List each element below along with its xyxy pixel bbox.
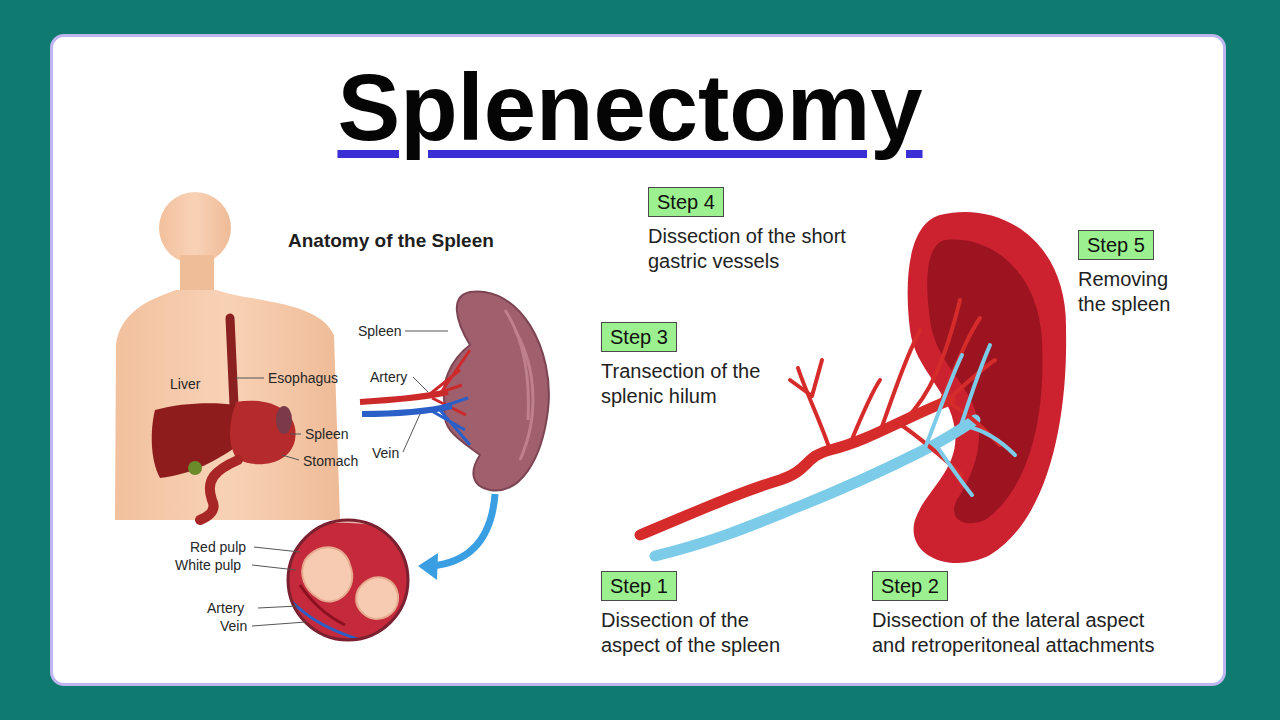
part-label: Stomach: [303, 453, 358, 470]
step-badge: Step 1: [601, 571, 677, 601]
arrowhead: [418, 553, 438, 580]
part-label: Vein: [372, 445, 399, 462]
leader-lines: [236, 378, 301, 460]
section-heading: Anatomy of the Spleen: [288, 230, 494, 252]
step-node: Step 2 Dissection of the lateral aspect a…: [872, 571, 1182, 658]
step-description: Dissection of the lateral aspect and ret…: [872, 608, 1182, 658]
part-label: Red pulp: [190, 539, 246, 556]
step-node: Step 1 Dissection of the aspect of the sp…: [601, 571, 801, 658]
step-description: Dissection of the aspect of the spleen: [601, 608, 801, 658]
step-description: Removing the spleen: [1078, 267, 1188, 317]
page-title: Splenectomy: [280, 56, 980, 159]
step-node: Step 4 Dissection of the short gastric ve…: [648, 187, 848, 274]
magnified-tissue: [280, 510, 420, 650]
step-badge: Step 2: [872, 571, 948, 601]
part-label: Liver: [170, 376, 200, 393]
step-description: Dissection of the short gastric vessels: [648, 224, 848, 274]
part-label: White pulp: [175, 557, 241, 574]
part-label: Vein: [220, 618, 247, 635]
step-badge: Step 3: [601, 322, 677, 352]
step-badge: Step 4: [648, 187, 724, 217]
step-description: Transection of the splenic hilum: [601, 359, 781, 409]
step-node: Step 3 Transection of the splenic hilum: [601, 322, 781, 409]
curved-arrow: [432, 494, 495, 566]
leader-lines: [252, 547, 306, 626]
part-label: Esophagus: [268, 370, 338, 387]
step-badge: Step 5: [1078, 230, 1154, 260]
part-label: Spleen: [358, 323, 402, 340]
leader-lines: [403, 331, 448, 452]
part-label: Artery: [207, 600, 244, 617]
step-node: Step 5 Removing the spleen: [1078, 230, 1188, 317]
part-label: Artery: [370, 369, 407, 386]
part-label: Spleen: [305, 426, 349, 443]
spleen-closeup: [360, 291, 549, 490]
